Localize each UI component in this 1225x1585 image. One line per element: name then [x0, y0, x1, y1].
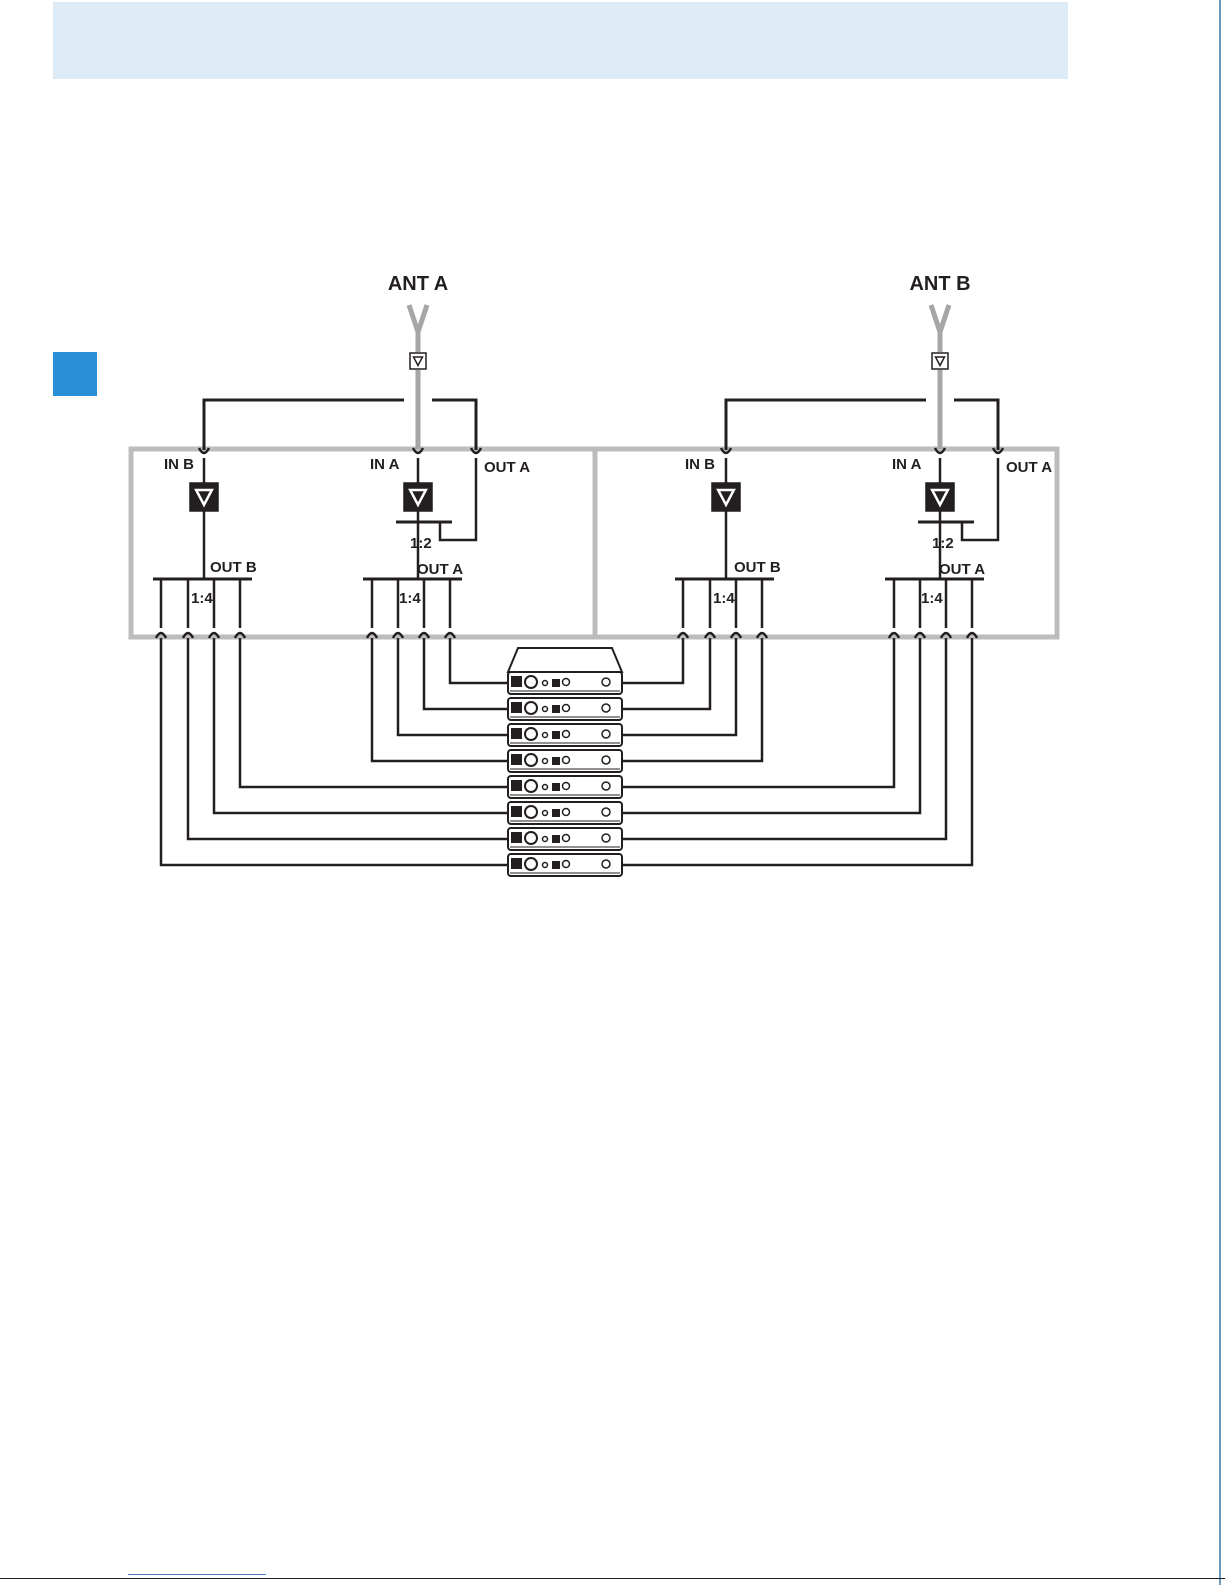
receiver-unit-5-display: [511, 806, 522, 817]
receiver-unit-1-display: [511, 702, 522, 713]
receiver-unit-6-switch: [552, 835, 560, 843]
module-left-loop-cable-left: [204, 400, 404, 450]
module-right-out-a-label: OUT A: [939, 561, 985, 578]
cable-right-b-3: [622, 638, 762, 761]
module-right-ratio-b-label: 1:4: [713, 590, 735, 607]
module-left-antenna-icon: [409, 305, 427, 332]
receiver-unit-7-display: [511, 858, 522, 869]
module-right-in-b-label: IN B: [685, 456, 715, 473]
module-right-split-to-out-a-top: [962, 458, 998, 540]
module-left-in-a-label: IN A: [370, 456, 400, 473]
receiver-unit-2-switch: [552, 731, 560, 739]
cable-right-a-6: [622, 638, 946, 839]
receiver-stack-top: [508, 648, 622, 672]
module-right-loop-cable-right: [954, 400, 998, 450]
cable-left-a-2: [398, 638, 508, 735]
antenna-label-a: ANT A: [388, 273, 448, 295]
receiver-unit-3-display: [511, 754, 522, 765]
receiver-unit-1-switch: [552, 705, 560, 713]
receiver-unit-4-display: [511, 780, 522, 791]
cable-left-a-0: [450, 638, 508, 683]
module-right-splitter-1-2-label: 1:2: [932, 535, 954, 552]
cable-right-b-1: [622, 638, 710, 709]
module-left-out-b-label: OUT B: [210, 559, 257, 576]
module-left-ratio-b-label: 1:4: [191, 590, 213, 607]
module-right-ratio-a-label: 1:4: [921, 590, 943, 607]
receiver-unit-3-switch: [552, 757, 560, 765]
receiver-unit-0-switch: [552, 679, 560, 687]
module-left-out-a-top-label: OUT A: [484, 459, 530, 476]
module-right-antenna-icon: [931, 305, 949, 332]
module-left-ratio-a-label: 1:4: [399, 590, 421, 607]
module-left-splitter-1-2-label: 1:2: [410, 535, 432, 552]
cable-left-b-6: [188, 638, 508, 839]
module-left-out-a-label: OUT A: [417, 561, 463, 578]
receiver-unit-2-display: [511, 728, 522, 739]
module-frames: [131, 449, 1057, 637]
module-right-loop-cable-left: [726, 400, 926, 450]
receiver-unit-7-switch: [552, 861, 560, 869]
cable-left-b-4: [240, 638, 508, 787]
receiver-unit-6-display: [511, 832, 522, 843]
splitter-frame-right: [595, 449, 1057, 637]
diagram-graphics: [153, 305, 1003, 876]
cable-right-b-0: [622, 638, 683, 683]
module-right-in-a-label: IN A: [892, 456, 922, 473]
cable-right-b-2: [622, 638, 736, 735]
module-right-out-a-top-label: OUT A: [1006, 459, 1052, 476]
cable-left-a-1: [424, 638, 508, 709]
module-left-loop-cable-right: [432, 400, 476, 450]
cable-right-a-4: [622, 638, 894, 787]
module-left-split-to-out-a-top: [440, 458, 476, 540]
module-left-in-b-label: IN B: [164, 456, 194, 473]
splitter-frame-left: [131, 449, 595, 637]
receiver-unit-0-display: [511, 676, 522, 687]
cable-left-a-3: [372, 638, 508, 761]
antenna-label-b: ANT B: [909, 273, 970, 295]
receiver-unit-5-switch: [552, 809, 560, 817]
receiver-unit-4-switch: [552, 783, 560, 791]
module-right-out-b-label: OUT B: [734, 559, 781, 576]
